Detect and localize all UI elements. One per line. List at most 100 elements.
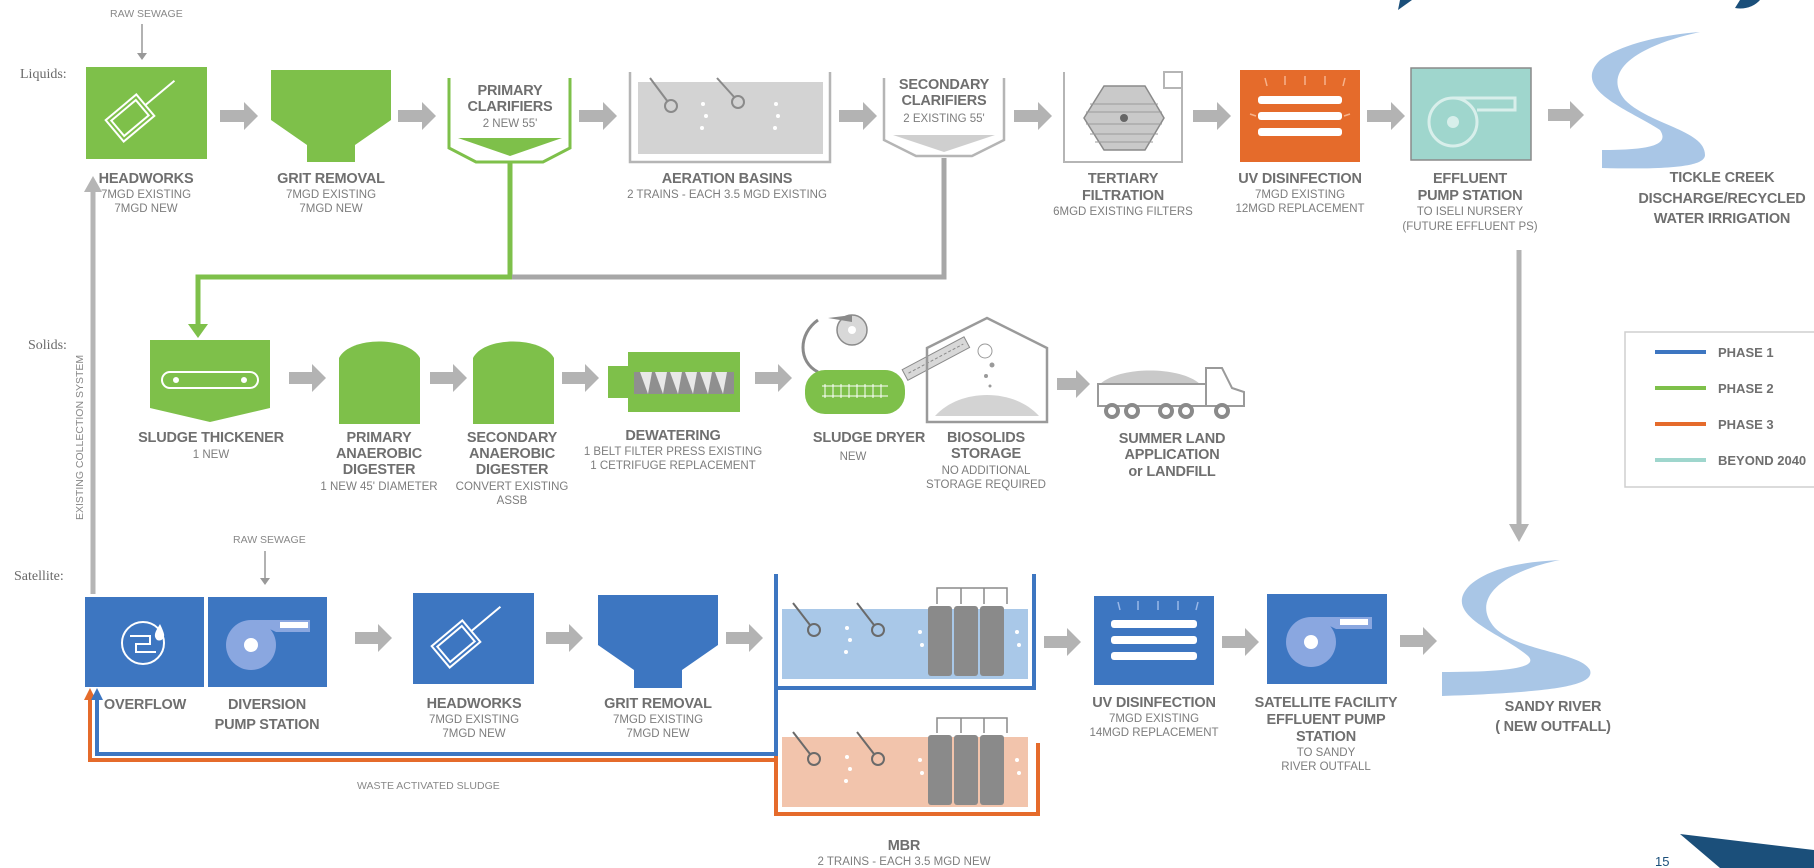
flow-arrow xyxy=(755,364,792,392)
satellite-diversion-title2: PUMP STATION xyxy=(215,717,320,733)
satellite-diversion-pump-icon xyxy=(208,597,327,687)
liquids-tertiary-filter-icon xyxy=(1063,71,1183,163)
liquids-secondary-sub1: 2 EXISTING 55' xyxy=(903,113,984,125)
solids-dryer-title: SLUDGE DRYER xyxy=(813,430,926,446)
row-label-satellite: Satellite: xyxy=(14,569,64,584)
liquids-headworks-sub1: 7MGD EXISTING xyxy=(101,189,191,201)
liquids-aeration-basin-icon xyxy=(628,72,832,164)
solids-thickener-sub1: 1 NEW xyxy=(193,449,230,461)
solids-biosolids-title1: BIOSOLIDS xyxy=(947,430,1025,446)
page-number: 15 xyxy=(1655,854,1669,868)
satellite-headworks-sub2: 7MGD NEW xyxy=(442,728,505,740)
solids-secondary-dig-sub1: CONVERT EXISTING xyxy=(456,481,569,493)
row-label-solids: Solids: xyxy=(28,338,67,353)
existing-collection-arrowhead xyxy=(84,176,102,192)
flow-arrow xyxy=(726,624,763,652)
liquids-tertiary-title1: TERTIARY xyxy=(1088,171,1159,187)
secondary-sludge-pipe xyxy=(512,158,947,280)
solids-primary-dig-title1: PRIMARY xyxy=(347,430,412,446)
satellite-overflow-icon xyxy=(85,597,204,687)
satellite-mbr-title: MBR xyxy=(888,838,921,854)
satellite-effluent-sub2: RIVER OUTFALL xyxy=(1281,761,1371,773)
flow-arrow xyxy=(579,102,617,130)
raw-sewage-arrowhead-bottom xyxy=(260,578,270,585)
satellite-effluent-pump-icon xyxy=(1267,594,1387,684)
satellite-uv-sub2: 14MGD REPLACEMENT xyxy=(1089,727,1218,739)
flow-arrow xyxy=(398,102,436,130)
liquids-aeration-title: AERATION BASINS xyxy=(662,171,793,187)
solids-secondary-dig-title2: ANAEROBIC xyxy=(469,446,556,462)
satellite-grit-sub2: 7MGD NEW xyxy=(626,728,689,740)
solids-secondary-digester-icon xyxy=(473,341,554,424)
header-title-fragment xyxy=(1398,0,1760,10)
satellite-effluent-title2: EFFLUENT PUMP xyxy=(1266,712,1386,728)
liquids-headworks-title: HEADWORKS xyxy=(99,171,194,187)
satellite-headworks-title: HEADWORKS xyxy=(427,696,522,712)
liquids-grit-icon xyxy=(271,70,391,162)
solids-thickener-icon xyxy=(150,340,270,422)
flow-arrow xyxy=(546,624,583,652)
effluent-to-sandy-arrowhead xyxy=(1509,524,1529,542)
primary-sludge-pipe xyxy=(195,162,513,328)
liquids-aeration-sub1: 2 TRAINS - EACH 3.5 MGD EXISTING xyxy=(627,189,827,201)
solids-thickener-title: SLUDGE THICKENER xyxy=(138,430,285,446)
flow-arrow xyxy=(1014,102,1052,130)
primary-sludge-arrowhead xyxy=(188,324,208,338)
liquids-effluent-sub1: TO ISELI NURSERY xyxy=(1417,206,1524,218)
solids-biosolids-title2: STORAGE xyxy=(951,446,1022,462)
solids-primary-dig-title2: ANAEROBIC xyxy=(336,446,423,462)
flow-arrow xyxy=(1222,628,1259,656)
satellite-mbr-sub1: 2 TRAINS - EACH 3.5 MGD NEW xyxy=(818,856,991,868)
liquids-uv-title: UV DISINFECTION xyxy=(1238,171,1361,187)
flow-arrow xyxy=(430,364,467,392)
tickle-creek-river-icon xyxy=(1591,32,1705,169)
liquids-uv-sub2: 12MGD REPLACEMENT xyxy=(1235,203,1364,215)
flow-arrow xyxy=(1044,628,1081,656)
solids-primary-dig-title3: DIGESTER xyxy=(343,462,416,478)
satellite-effluent-title1: SATELLITE FACILITY xyxy=(1255,695,1398,711)
solids-secondary-dig-title3: DIGESTER xyxy=(476,462,549,478)
satellite-effluent-sub1: TO SANDY xyxy=(1297,747,1356,759)
flow-arrow xyxy=(1400,627,1437,655)
raw-sewage-arrowhead-top xyxy=(137,53,147,60)
was-return-phase1 xyxy=(95,688,778,756)
solids-dewatering-sub1: 1 BELT FILTER PRESS EXISTING xyxy=(584,446,762,458)
liquids-tertiary-title2: FILTRATION xyxy=(1082,188,1164,204)
flow-arrow xyxy=(1367,102,1405,130)
solids-dewatering-title: DEWATERING xyxy=(625,428,720,444)
liquids-primary-title2: CLARIFIERS xyxy=(467,99,553,115)
existing-collection-label: EXISTING COLLECTION SYSTEM xyxy=(74,355,86,520)
legend-label: PHASE 1 xyxy=(1718,345,1774,360)
row-label-liquids: Liquids: xyxy=(20,67,67,82)
flow-arrow xyxy=(839,102,877,130)
satellite-grit-sub1: 7MGD EXISTING xyxy=(613,714,703,726)
solids-truck-icon xyxy=(1097,367,1245,419)
flow-arrow xyxy=(1548,101,1584,129)
solids-biosolids-sub1: NO ADDITIONAL xyxy=(942,465,1031,477)
liquids-uv-icon xyxy=(1240,70,1360,162)
tickle-creek-title2: DISCHARGE/RECYCLED xyxy=(1638,191,1805,207)
solids-primary-digester-icon xyxy=(339,341,420,424)
liquids-tertiary-sub1: 6MGD EXISTING FILTERS xyxy=(1053,206,1193,218)
tickle-creek-title3: WATER IRRIGATION xyxy=(1654,211,1790,227)
legend-label: PHASE 2 xyxy=(1718,381,1774,396)
liquids-effluent-pump-icon xyxy=(1410,67,1532,161)
raw-sewage-label-bottom: RAW SEWAGE xyxy=(233,534,306,546)
satellite-uv-sub1: 7MGD EXISTING xyxy=(1109,713,1199,725)
satellite-headworks-icon xyxy=(413,593,534,684)
liquids-headworks-icon xyxy=(86,67,207,159)
liquids-primary-sub1: 2 NEW 55' xyxy=(483,118,538,130)
liquids-secondary-title2: CLARIFIERS xyxy=(901,93,987,109)
legend-label: PHASE 3 xyxy=(1718,417,1774,432)
satellite-uv-icon xyxy=(1094,596,1214,685)
satellite-headworks-sub1: 7MGD EXISTING xyxy=(429,714,519,726)
liquids-effluent-sub2: (FUTURE EFFLUENT PS) xyxy=(1402,221,1537,233)
liquids-uv-sub1: 7MGD EXISTING xyxy=(1255,189,1345,201)
liquids-effluent-title1: EFFLUENT xyxy=(1433,171,1507,187)
solids-biosolids-sub2: STORAGE REQUIRED xyxy=(926,479,1046,491)
liquids-headworks-sub2: 7MGD NEW xyxy=(114,203,177,215)
liquids-secondary-clarifier-icon xyxy=(882,78,1006,158)
sandy-river-title2: ( NEW OUTFALL) xyxy=(1495,719,1611,735)
solids-land-title3: or LANDFILL xyxy=(1128,464,1216,480)
